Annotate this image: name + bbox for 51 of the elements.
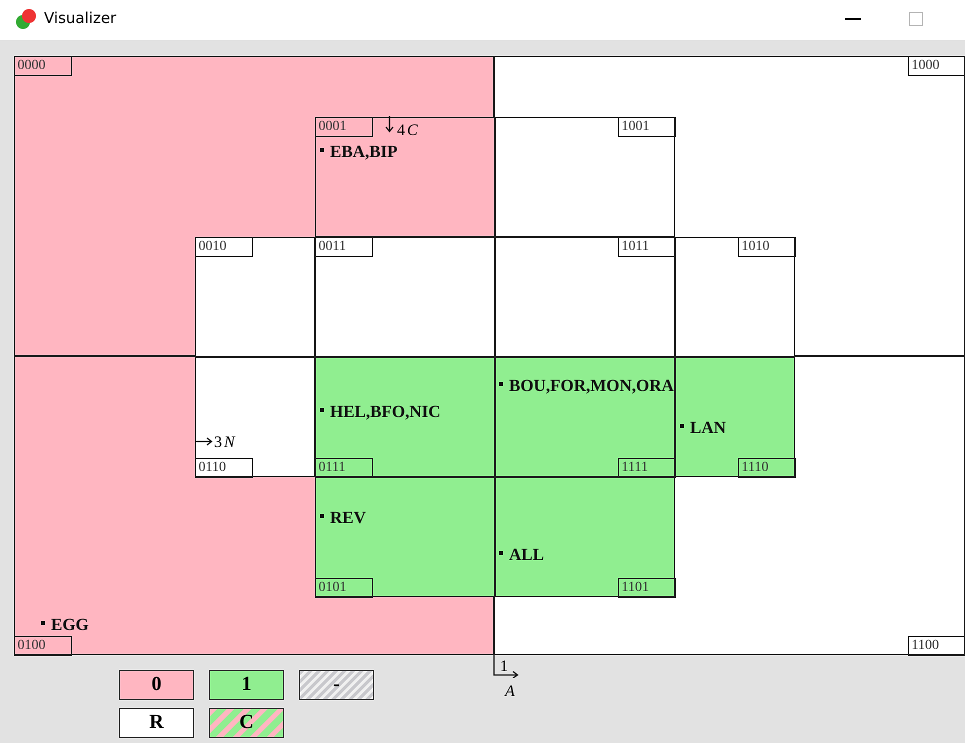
cell-code: 0011 — [314, 236, 372, 256]
cell-code: 1111 — [618, 458, 676, 478]
cell-code: 0000 — [14, 56, 72, 76]
cell-code: 1001 — [618, 116, 676, 136]
legend-swatch: C — [209, 708, 284, 738]
point-label: EGG — [51, 615, 89, 635]
map-cell — [495, 237, 675, 357]
map-cell — [675, 357, 795, 477]
cell-code: 1100 — [908, 636, 965, 656]
legend-swatch: 1 — [209, 670, 284, 700]
map-cell — [494, 56, 965, 356]
legend-swatch: 0 — [119, 670, 194, 700]
cell-code: 1011 — [618, 236, 676, 256]
cell-code: 1101 — [618, 578, 676, 598]
axis-label: A — [505, 683, 515, 701]
cell-code: 1110 — [738, 458, 796, 478]
cell-code: 0001 — [314, 116, 372, 136]
map-cell — [495, 117, 675, 237]
point-label: REV — [330, 508, 366, 528]
cell-code: 1010 — [738, 236, 796, 256]
axis-label: 1 — [500, 658, 508, 676]
point-label: LAN — [690, 418, 726, 438]
cell-code: 0110 — [194, 458, 252, 478]
map-cell — [14, 356, 494, 655]
axis-label: 3 — [214, 434, 222, 452]
map-cell — [675, 237, 795, 357]
cell-code: 0111 — [314, 458, 372, 478]
map-cell — [315, 237, 495, 357]
cell-code: 1000 — [908, 56, 965, 76]
map-cell — [195, 237, 315, 357]
cell-code: 0100 — [14, 636, 72, 656]
map-cell — [315, 117, 495, 237]
axis-label: C — [407, 122, 418, 140]
map-cell — [315, 477, 495, 597]
cell-code: 0010 — [194, 236, 252, 256]
map-cell — [195, 357, 315, 477]
point-label: BOU,FOR,MON,ORA — [509, 376, 674, 396]
cell-code: 0101 — [314, 578, 372, 598]
axis-label: N — [224, 434, 235, 452]
map-cell — [494, 356, 965, 655]
legend-swatch: R — [119, 708, 194, 738]
legend-swatch: - — [299, 670, 374, 700]
map-cell — [315, 357, 495, 477]
map-cell — [495, 357, 675, 477]
point-label: ALL — [509, 545, 544, 565]
window-title: Visualizer — [44, 9, 116, 27]
point-label: EBA,BIP — [330, 142, 398, 162]
map-cell — [14, 56, 494, 356]
point-label: HEL,BFO,NIC — [330, 402, 441, 422]
map-cell — [495, 477, 675, 597]
axis-label: 4 — [397, 122, 405, 140]
